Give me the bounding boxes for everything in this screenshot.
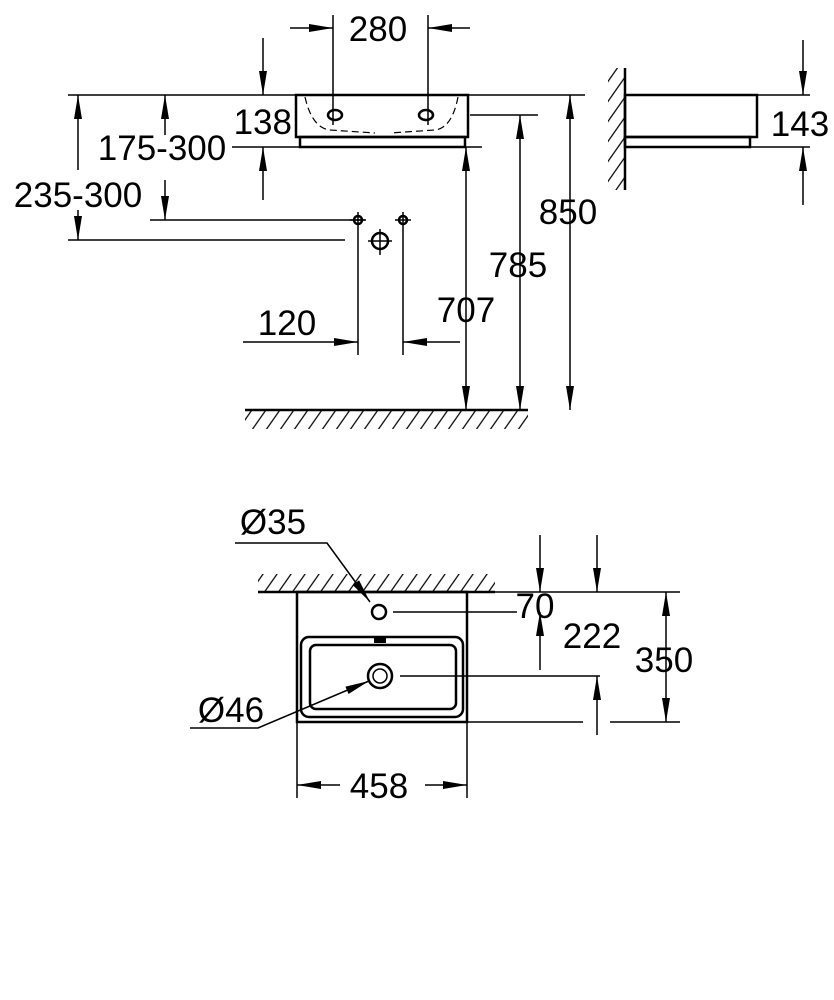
dim-rim-height: 850 xyxy=(539,193,597,232)
dim-width: 458 xyxy=(350,767,408,806)
basin-front xyxy=(294,93,470,149)
floor xyxy=(245,408,528,429)
dim-overflow-height: 785 xyxy=(489,246,547,285)
supply-connections xyxy=(350,212,411,355)
dim-basin-height: 138 xyxy=(234,103,292,142)
dim-underside-height: 707 xyxy=(437,291,495,330)
dim-tap-spacing: 280 xyxy=(349,10,407,49)
dim-drain-diameter: Ø46 xyxy=(198,691,264,730)
dim-tap-hole-offset: 70 xyxy=(516,587,555,626)
basin-plan xyxy=(295,590,469,724)
dim-supply-spacing: 120 xyxy=(258,304,316,343)
dim-drain-offset: 222 xyxy=(563,617,621,656)
dim-lower-range: 235-300 xyxy=(14,176,142,215)
front-view: 280 138 175-300 235-300 120 707 785 xyxy=(14,10,597,429)
dim-upper-range: 175-300 xyxy=(98,129,226,168)
wall xyxy=(258,574,495,594)
dim-depth: 143 xyxy=(771,105,829,144)
plan-view: Ø35 Ø46 70 222 350 458 xyxy=(190,503,693,806)
dim-tap-hole-diameter: Ø35 xyxy=(240,503,306,542)
dim-projection: 350 xyxy=(635,641,693,680)
side-view: 143 xyxy=(608,40,829,205)
